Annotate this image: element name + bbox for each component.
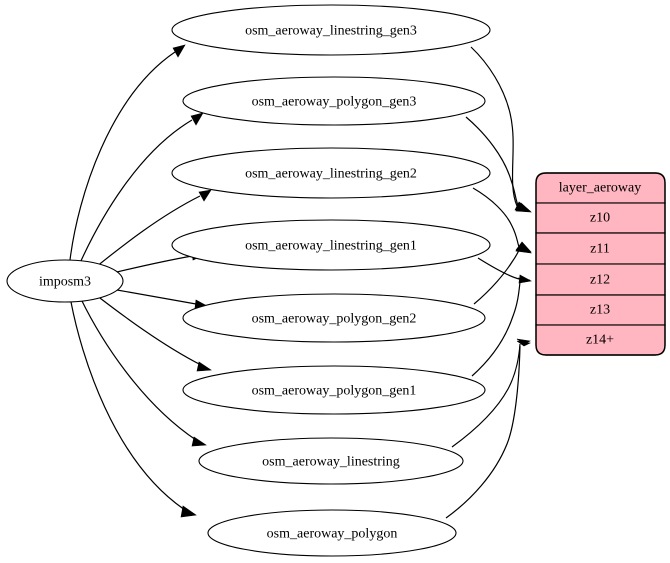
osm_aeroway_linestring_gen2-ellipse-shape	[171, 147, 491, 199]
node-osm_aeroway_polygon_gen1[interactable]: osm_aeroway_polygon_gen1	[182, 365, 486, 415]
edge-group-tables-to-layer	[445, 46, 532, 519]
edge-osm_aeroway_polygon_gen3-to-z10[interactable]	[465, 116, 532, 213]
layer_aeroway-header-label: layer_aeroway	[559, 181, 641, 196]
edge-imposm3-to-osm_aeroway_linestring[interactable]	[80, 298, 207, 447]
node-osm_aeroway_linestring_gen1[interactable]: osm_aeroway_linestring_gen1	[171, 219, 491, 271]
layer_aeroway-row-z14plus-label: z14+	[586, 333, 614, 348]
osm_aeroway_linestring_gen1-ellipse-shape	[171, 219, 491, 271]
osm_aeroway_linestring_gen2-label: osm_aeroway_linestring_gen2	[245, 167, 417, 182]
osm_aeroway_linestring_gen3-ellipse-shape	[171, 4, 491, 56]
edge-imposm3-to-osm_aeroway_polygon_gen2[interactable]	[116, 289, 208, 309]
node-imposm3[interactable]: imposm3	[6, 259, 124, 303]
osm_aeroway_linestring_gen1-label: osm_aeroway_linestring_gen1	[245, 239, 417, 254]
osm_aeroway_polygon_gen2-ellipse-shape	[182, 293, 486, 343]
node-osm_aeroway_polygon[interactable]: osm_aeroway_polygon	[207, 509, 457, 557]
osm_aeroway_polygon_gen1-label: osm_aeroway_polygon_gen1	[252, 384, 417, 399]
layer_aeroway-row-z11-label: z11	[590, 242, 610, 257]
node-osm_aeroway_polygon_gen3[interactable]: osm_aeroway_polygon_gen3	[182, 76, 486, 126]
layer_aeroway-row-z10-cell[interactable]	[535, 202, 666, 234]
osm_aeroway_polygon_gen1-ellipse-shape	[182, 365, 486, 415]
edge-osm_aeroway_polygon_gen2-to-z11[interactable]	[473, 243, 532, 305]
imposm3-label: imposm3	[39, 275, 91, 290]
osm_aeroway_linestring-label: osm_aeroway_linestring	[262, 455, 400, 470]
osm_aeroway_linestring_gen3-label: osm_aeroway_linestring_gen3	[245, 24, 417, 39]
edge-imposm3-to-osm_aeroway_polygon[interactable]	[70, 301, 197, 518]
edge-imposm3-to-osm_aeroway_polygon_gen1[interactable]	[95, 294, 212, 372]
edge-imposm3-to-osm_aeroway_linestring_gen3[interactable]	[69, 44, 186, 261]
edge-imposm3-to-osm_aeroway_polygon_gen3[interactable]	[79, 112, 204, 264]
osm_aeroway_polygon_gen3-ellipse-shape	[182, 76, 486, 126]
osm_aeroway_linestring-ellipse-shape	[198, 437, 464, 485]
layer_aeroway-outline	[535, 172, 666, 356]
layer_aeroway-row-z10-label: z10	[590, 211, 610, 226]
edge-osm_aeroway_polygon_gen1-to-z12[interactable]	[471, 277, 531, 377]
osm_aeroway_polygon_gen3-label: osm_aeroway_polygon_gen3	[252, 95, 417, 110]
node-osm_aeroway_linestring_gen3[interactable]: osm_aeroway_linestring_gen3	[171, 4, 491, 56]
node-osm_aeroway_polygon_gen2[interactable]: osm_aeroway_polygon_gen2	[182, 293, 486, 343]
edge-osm_aeroway_polygon-to-z14plus[interactable]	[445, 340, 531, 519]
imposm3-ellipse-shape	[6, 259, 124, 303]
layer_aeroway-row-z13-label: z13	[590, 303, 610, 318]
edge-osm_aeroway_linestring_gen3-to-z10[interactable]	[470, 46, 531, 212]
layer_aeroway-row-z12-label: z12	[590, 273, 610, 288]
node-layer_aeroway[interactable]: layer_aeroway z10 z11 z12 z13 z14+	[535, 172, 666, 356]
edge-imposm3-to-osm_aeroway_linestring_gen2[interactable]	[95, 189, 212, 268]
osm_aeroway_polygon_gen2-label: osm_aeroway_polygon_gen2	[252, 312, 417, 327]
osm_aeroway_polygon-ellipse-shape	[207, 509, 457, 557]
node-osm_aeroway_linestring[interactable]: osm_aeroway_linestring	[198, 437, 464, 485]
node-osm_aeroway_linestring_gen2[interactable]: osm_aeroway_linestring_gen2	[171, 147, 491, 199]
osm_aeroway_polygon-label: osm_aeroway_polygon	[267, 527, 398, 542]
